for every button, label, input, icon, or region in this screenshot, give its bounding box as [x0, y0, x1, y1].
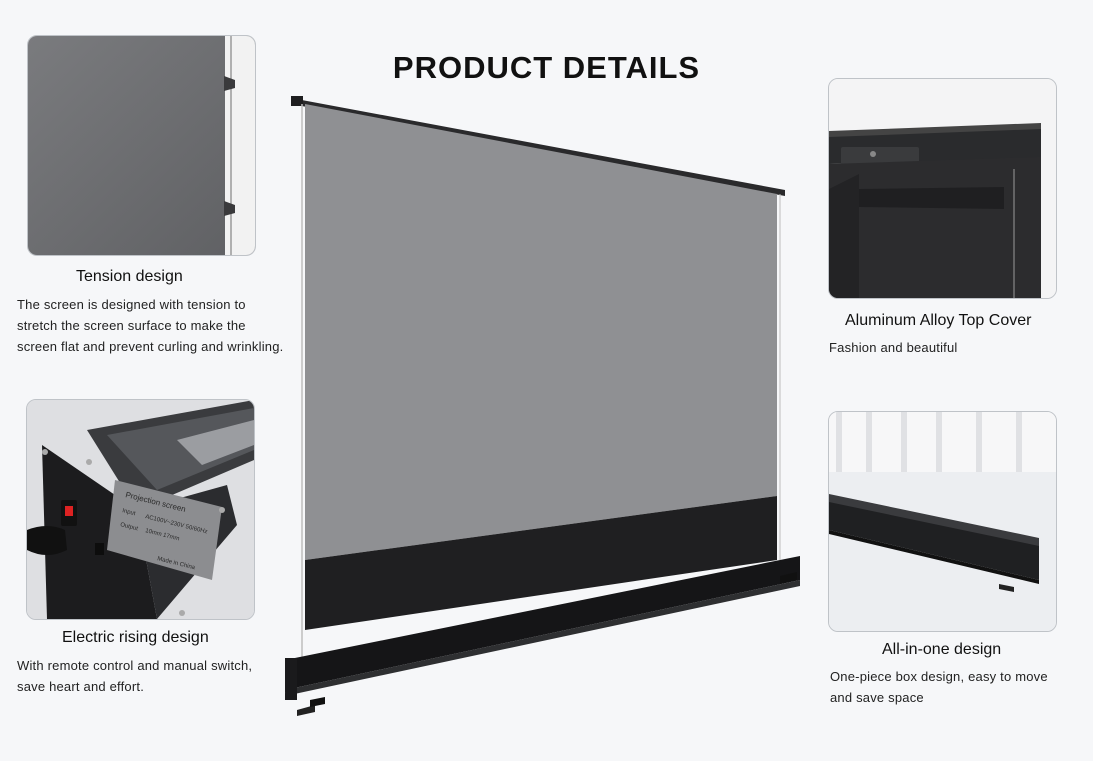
main-product-image	[84, 90, 805, 761]
feature-desc-top-cover: Fashion and beautiful	[829, 337, 1069, 358]
desc-line: stretch the screen surface to make the	[17, 318, 246, 333]
label-plate-input: Input	[122, 508, 137, 517]
desc-line: With remote control and manual switch,	[17, 658, 253, 673]
label-plate: Projection screen Input AC100V~230V 50/6…	[107, 480, 222, 580]
screen-case	[829, 500, 1039, 580]
desc-line: The screen is designed with tension to	[17, 297, 246, 312]
tension-design-photo	[27, 35, 256, 256]
feature-desc-electric: With remote control and manual switch, s…	[17, 655, 297, 697]
projection-surface	[305, 104, 777, 560]
power-switch-icon	[65, 506, 73, 516]
feature-title-tension: Tension design	[76, 268, 183, 285]
all-in-one-photo: ​	[828, 411, 1057, 632]
electric-rising-image: Projection screen Input AC100V~230V 50/6…	[27, 400, 254, 619]
desc-line: screen flat and prevent curling and wrin…	[17, 339, 284, 354]
manual-switch-icon	[95, 543, 104, 555]
top-cover-image	[829, 79, 1056, 298]
feature-title-electric: Electric rising design	[62, 629, 209, 646]
tension-design-image	[28, 36, 255, 255]
electric-rising-photo: Projection screen Input AC100V~230V 50/6…	[26, 399, 255, 620]
top-cover-photo	[828, 78, 1057, 299]
feature-desc-all-in-one: One-piece box design, easy to move and s…	[830, 666, 1080, 708]
base-housing	[285, 556, 800, 690]
feature-desc-tension: The screen is designed with tension to s…	[17, 294, 307, 357]
desc-line: save heart and effort.	[17, 679, 145, 694]
all-in-one-image: ​	[829, 412, 1056, 631]
power-cable	[27, 526, 67, 555]
feature-title-top-cover: Aluminum Alloy Top Cover	[845, 312, 1032, 329]
page-title: PRODUCT DETAILS	[392, 50, 701, 85]
feature-title-all-in-one: All-in-one design	[882, 641, 1002, 658]
desc-line: and save space	[830, 690, 924, 705]
label-plate-output: Output	[120, 522, 139, 532]
desc-line: One-piece box design, easy to move	[830, 669, 1048, 684]
floor-rising-screen-illustration	[84, 96, 800, 761]
desc-line: Fashion and beautiful	[829, 340, 958, 355]
